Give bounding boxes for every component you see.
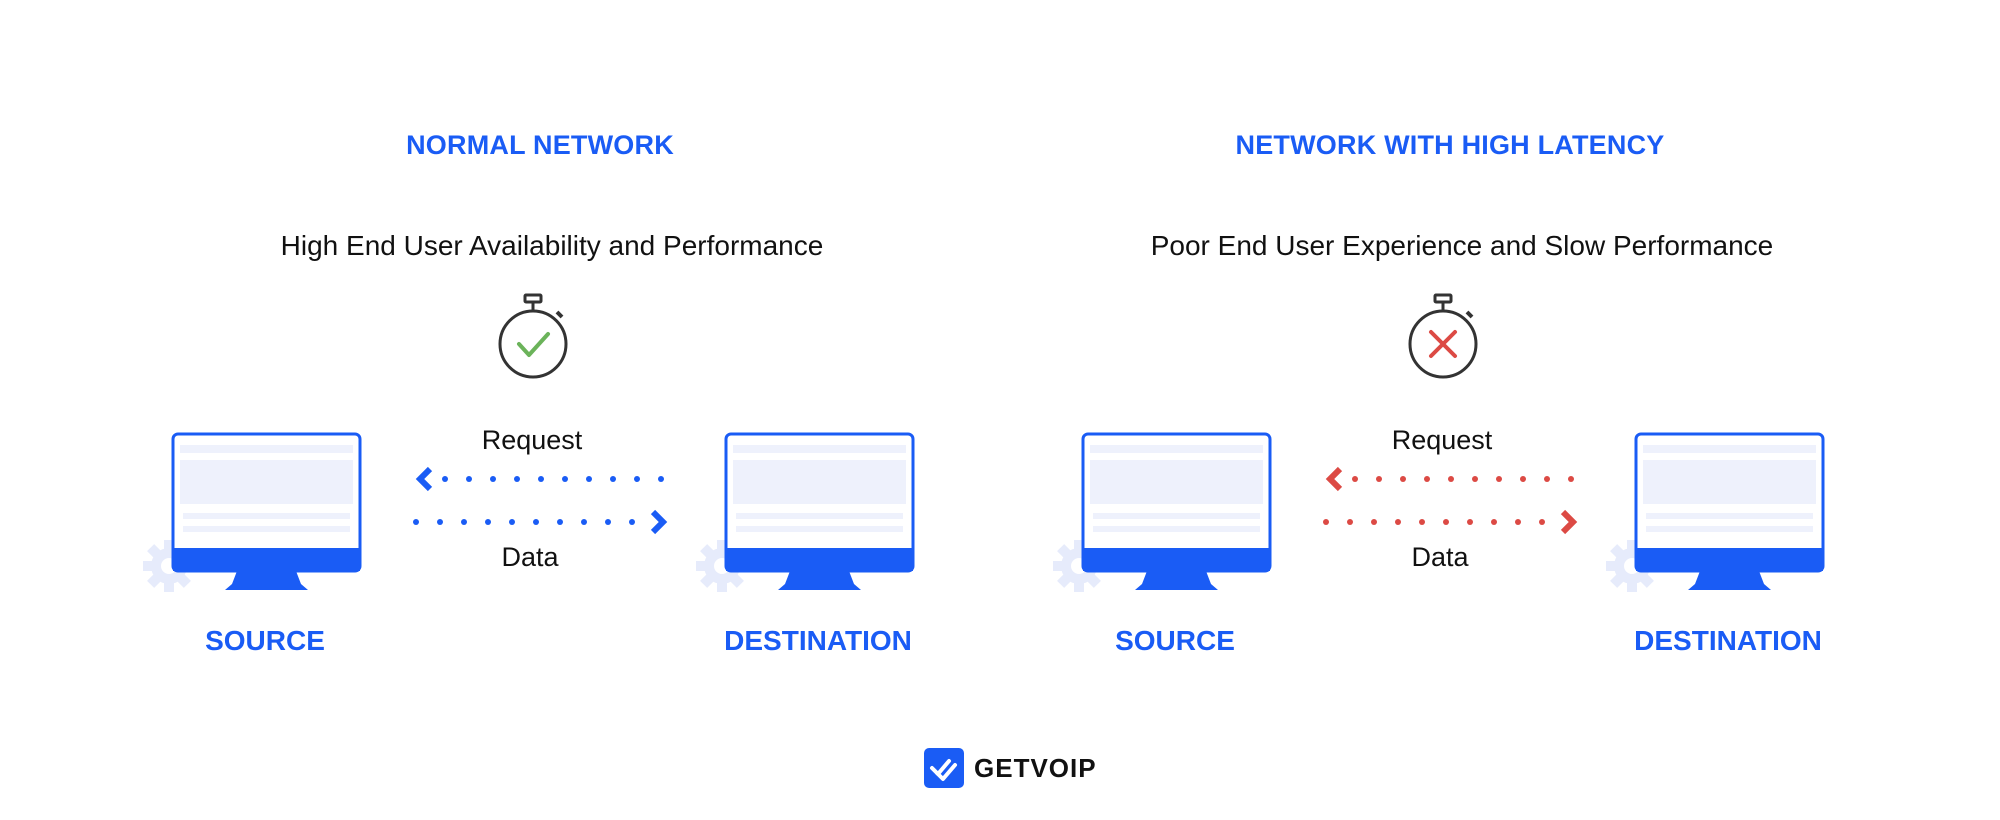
brand-name: GETVOIP bbox=[974, 753, 1097, 783]
source-label: SOURCE bbox=[205, 625, 325, 656]
data-arrow-right bbox=[1323, 509, 1578, 535]
panel-title: NETWORK WITH HIGH LATENCY bbox=[1235, 130, 1665, 160]
source-computer-icon bbox=[1053, 432, 1272, 592]
request-label: Request bbox=[1391, 425, 1493, 455]
panel-subtitle: High End User Availability and Performan… bbox=[280, 230, 824, 261]
source-label: SOURCE bbox=[1115, 625, 1235, 656]
stopwatch-check-icon bbox=[498, 293, 568, 379]
data-label: Data bbox=[1411, 542, 1469, 572]
destination-computer-icon bbox=[1606, 432, 1825, 592]
request-arrow-left bbox=[1325, 466, 1574, 492]
destination-label: DESTINATION bbox=[724, 625, 912, 656]
request-label: Request bbox=[481, 425, 583, 455]
data-label: Data bbox=[501, 542, 559, 572]
panel-title: NORMAL NETWORK bbox=[406, 130, 674, 160]
request-arrow-left bbox=[415, 466, 664, 492]
data-arrow-right bbox=[413, 509, 668, 535]
destination-computer-icon bbox=[696, 432, 915, 592]
stopwatch-x-icon bbox=[1408, 293, 1478, 379]
destination-label: DESTINATION bbox=[1634, 625, 1822, 656]
panel-subtitle: Poor End User Experience and Slow Perfor… bbox=[1150, 230, 1774, 261]
checkmark-badge-icon bbox=[924, 748, 964, 788]
source-computer-icon bbox=[143, 432, 362, 592]
